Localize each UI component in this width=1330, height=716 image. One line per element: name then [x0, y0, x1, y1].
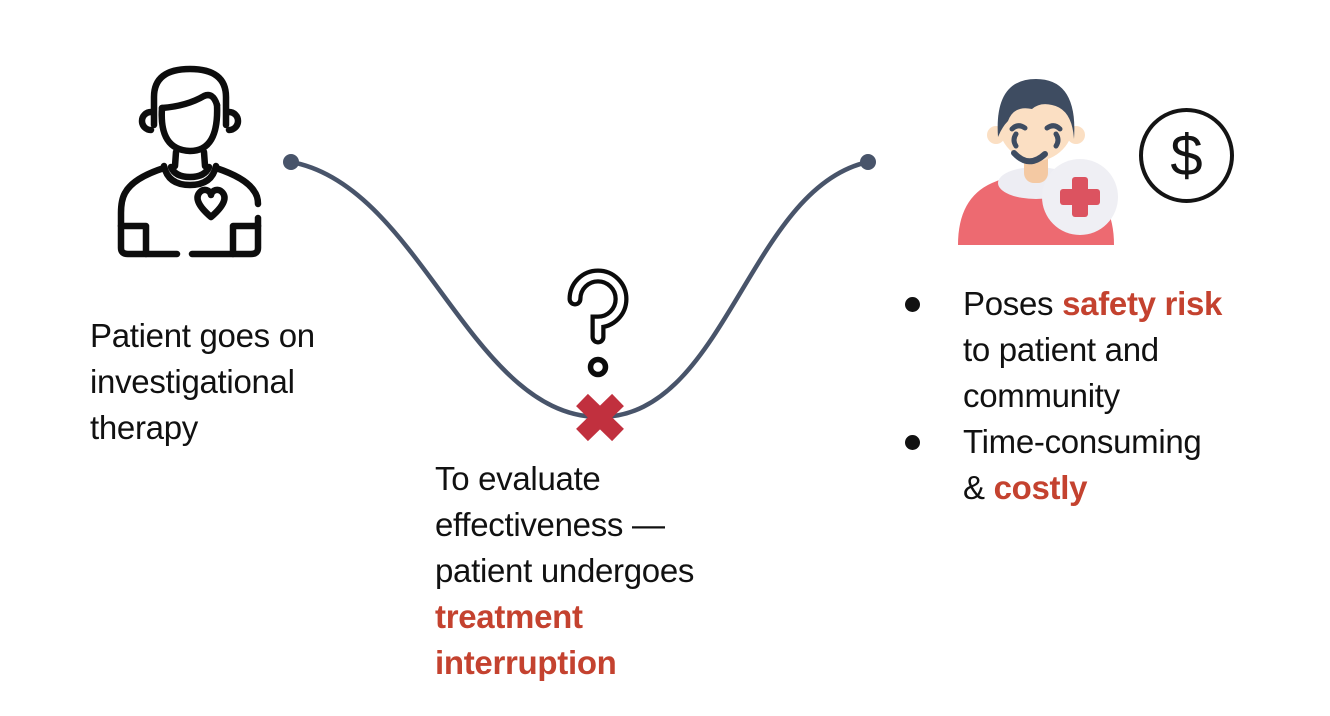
bullet-text-highlight: safety risk: [1062, 285, 1223, 322]
caption-line: Patient goes on: [90, 317, 315, 354]
hair: [997, 79, 1075, 139]
medical-cross-icon: [1060, 177, 1100, 217]
left-ear: [138, 108, 155, 134]
face-outline: [158, 101, 221, 155]
list-item: Time-consuming & costly: [903, 419, 1222, 511]
fringe: [158, 91, 221, 112]
bullet-dot: [905, 297, 920, 312]
question-mark-icon: [567, 268, 629, 378]
left-cuff: [117, 222, 150, 258]
curve-end-dot: [860, 154, 876, 170]
torso-right: [212, 164, 262, 208]
red-x-mark-icon: [576, 393, 624, 442]
bullet-text-highlight: costly: [993, 469, 1088, 506]
right-cuff: [229, 222, 262, 258]
right-ear: [225, 108, 242, 134]
caption-line: effectiveness —: [435, 506, 665, 543]
sad-patient-medical-badge-icon: [958, 79, 1118, 245]
bullet-line: Poses safety risk: [963, 281, 1222, 327]
caption-line-highlight: interruption: [435, 644, 617, 681]
caption-line: therapy: [90, 409, 198, 446]
dollar-coin-icon: $: [1139, 108, 1234, 203]
bullet-text: Poses safety risk to patient and communi…: [963, 281, 1222, 419]
list-item: Poses safety risk to patient and communi…: [903, 281, 1222, 419]
torso-bottom-right: [188, 214, 262, 258]
curve-start-dot: [283, 154, 299, 170]
bullet-text-run: Poses: [963, 285, 1063, 322]
right-eyebrow: [1044, 123, 1063, 132]
heart-icon: [194, 186, 228, 221]
bullet-text: Time-consuming & costly: [963, 419, 1202, 511]
dollar-sign: $: [1170, 122, 1203, 188]
right-eye: [1053, 131, 1061, 149]
bullet-line: & costly: [963, 465, 1201, 511]
bullet-line: community: [963, 377, 1120, 414]
bullet-line: Time-consuming: [963, 423, 1202, 460]
patient-with-heart-outline-icon: [117, 65, 262, 258]
caption-line: investigational: [90, 363, 295, 400]
risk-bullet-list: Poses safety risk to patient and communi…: [903, 281, 1222, 511]
middle-caption: To evaluate effectiveness — patient unde…: [435, 456, 694, 686]
caption-line: To evaluate: [435, 460, 601, 497]
hair-outline: [150, 65, 230, 129]
collar-inner: [167, 163, 213, 181]
bullet-text-run: &: [963, 469, 994, 506]
torso-left: [117, 164, 181, 258]
caption-line-highlight: treatment: [435, 598, 583, 635]
left-eye: [1011, 131, 1019, 149]
bullet-dot: [905, 435, 920, 450]
left-eyebrow: [1009, 123, 1028, 132]
collar-outer: [160, 162, 220, 189]
left-caption: Patient goes on investigational therapy: [90, 313, 315, 451]
bullet-line: to patient and: [963, 331, 1159, 368]
frown-mouth: [1011, 150, 1048, 165]
caption-line: patient undergoes: [435, 552, 695, 589]
